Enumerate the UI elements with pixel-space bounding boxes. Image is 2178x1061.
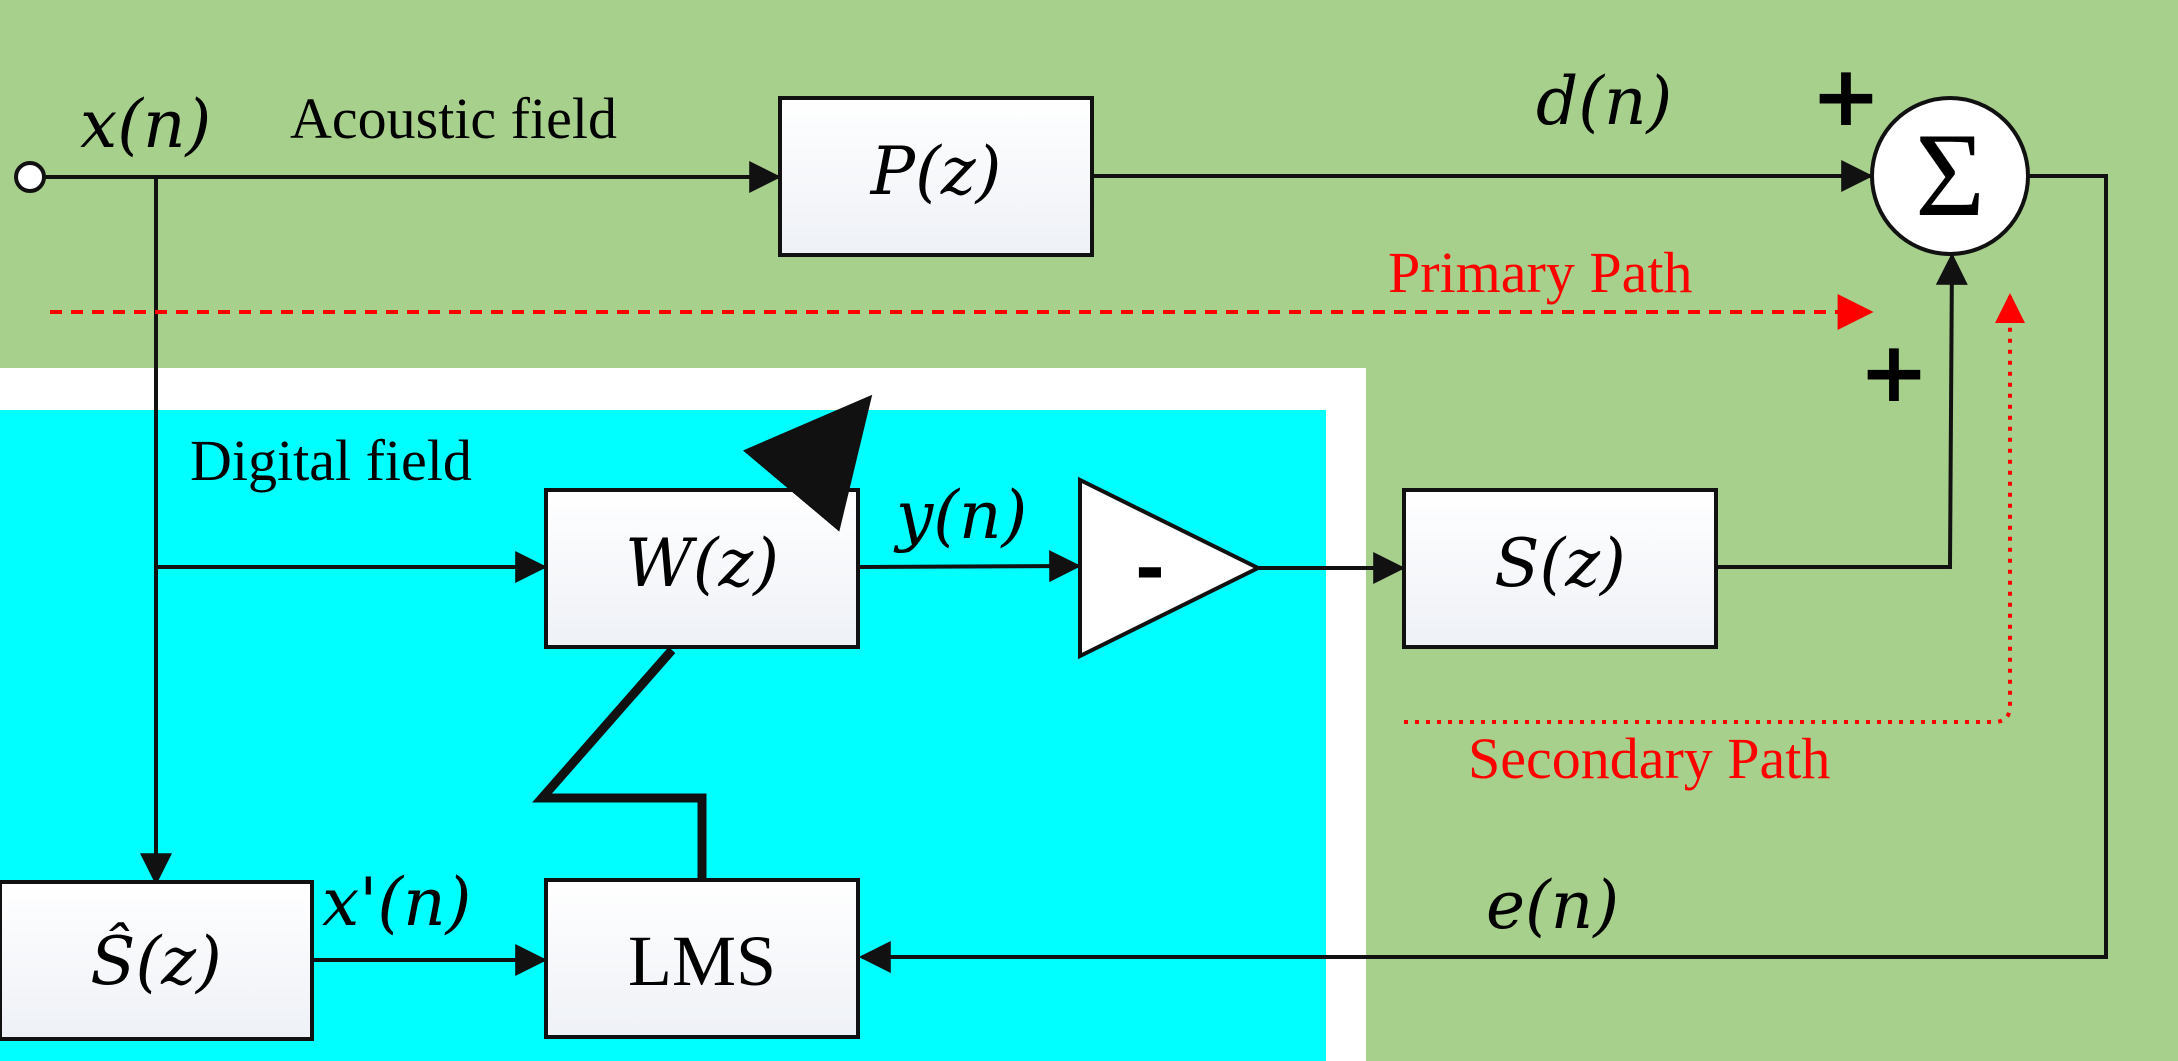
wire-error-feedback <box>858 174 2108 973</box>
sum-symbol: Σ <box>1915 108 1985 241</box>
signal-y-label: y(n) <box>893 477 1027 554</box>
primary-path-label: Primary Path <box>1388 240 1692 305</box>
amplifier-sign: - <box>1135 526 1165 610</box>
acoustic-field-label: Acoustic field <box>290 86 617 151</box>
block-w-label: W(z) <box>625 525 779 602</box>
block-p-label: P(z) <box>870 133 1002 210</box>
wire-s-to-sum <box>1716 252 1968 569</box>
sum-plus-bottom: + <box>1859 323 1929 421</box>
inverting-amplifier <box>1078 476 1263 660</box>
block-p <box>778 96 1094 257</box>
secondary-path-label: Secondary Path <box>1468 726 1830 791</box>
block-s-hat-label: Ŝ(z) <box>90 922 221 1000</box>
sum-plus-top: + <box>1811 47 1881 145</box>
wire-w-to-amp <box>857 550 1082 583</box>
signal-d-label: d(n) <box>1536 63 1672 140</box>
signal-x-prime-label: x'(n) <box>322 864 471 941</box>
block-s-label: S(z) <box>1494 525 1625 602</box>
input-terminal <box>14 161 46 193</box>
adaptation-path <box>532 647 707 882</box>
block-lms-label: LMS <box>628 921 776 1001</box>
signal-x-label: x(n) <box>80 86 211 163</box>
signal-e-label: e(n) <box>1486 867 1619 944</box>
block-s-hat <box>0 880 314 1041</box>
block-lms <box>544 878 860 1039</box>
adaptation-arrow <box>742 394 873 532</box>
block-s <box>1402 488 1718 649</box>
digital-field-label: Digital field <box>190 428 472 493</box>
